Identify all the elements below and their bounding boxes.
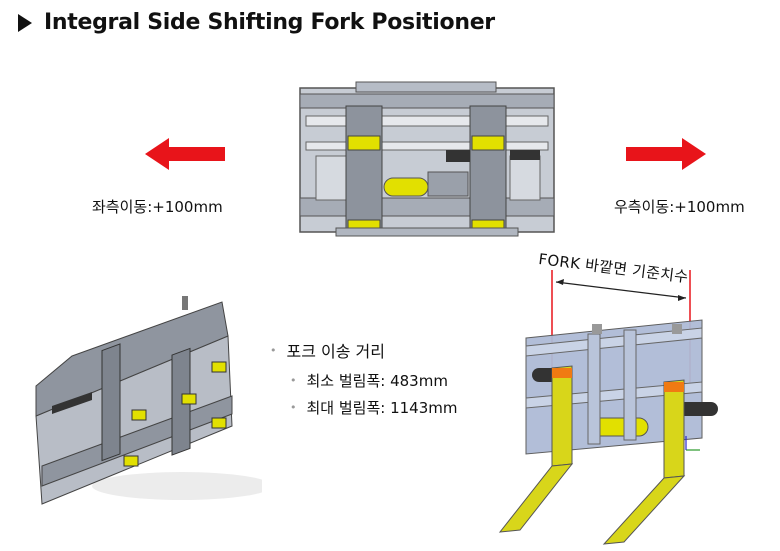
bullet-dot-icon: •: [290, 374, 297, 387]
title-text: Integral Side Shifting Fork Positioner: [44, 10, 495, 35]
left-arrow-icon: [145, 138, 225, 170]
min-width-text: 최소 벌림폭: 483mm: [306, 372, 448, 390]
left-shift-label: 좌측이동:+100mm: [92, 198, 223, 216]
list-item: • 최소 벌림폭: 483mm: [290, 370, 458, 391]
list-item: • 최대 벌림폭: 1143mm: [290, 397, 458, 418]
fork-travel-heading: 포크 이송 거리: [286, 342, 386, 361]
positioner-perspective-image: [35, 296, 262, 505]
bullet-dot-icon: •: [290, 401, 297, 414]
page-title: Integral Side Shifting Fork Positioner: [18, 10, 495, 35]
spec-list: • 포크 이송 거리 • 최소 벌림폭: 483mm • 최대 벌림폭: 114…: [270, 338, 458, 424]
positioner-with-forks-image: [498, 270, 718, 545]
list-item: • 포크 이송 거리: [270, 338, 458, 362]
positioner-front-view-image: [299, 81, 555, 237]
right-arrow-icon: [626, 138, 706, 170]
title-bullet-icon: [18, 13, 32, 32]
right-shift-label: 우측이동:+100mm: [614, 198, 745, 216]
max-width-text: 최대 벌림폭: 1143mm: [306, 399, 458, 417]
bullet-dot-icon: •: [270, 343, 277, 357]
